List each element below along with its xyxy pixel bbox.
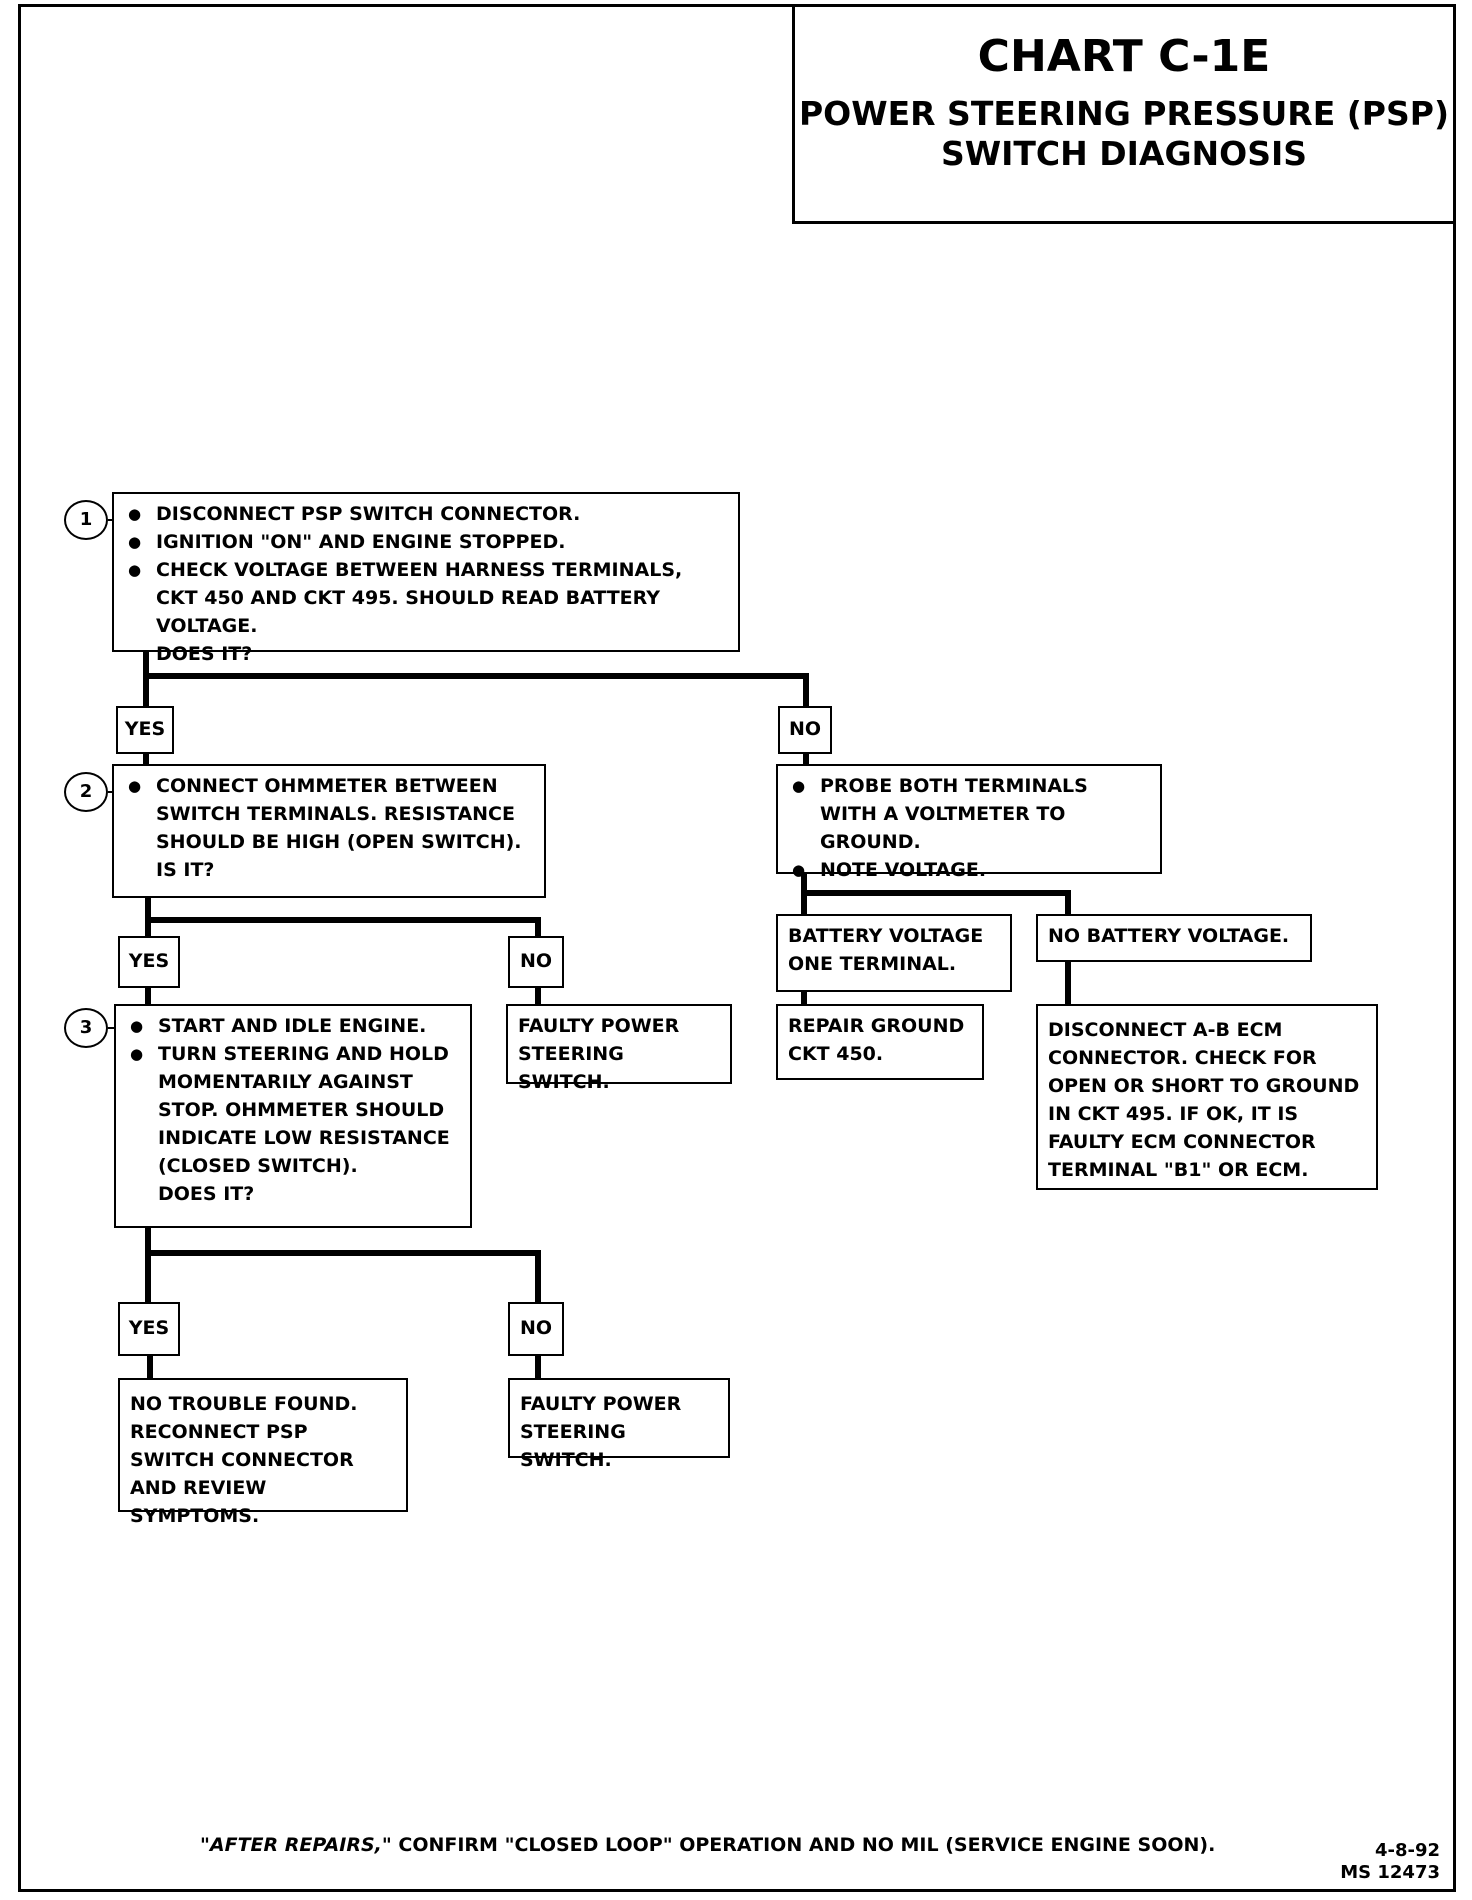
connector-line [143,652,149,710]
connector-line [801,890,1071,896]
step-1-bullet: IGNITION "ON" AND ENGINE STOPPED. [126,528,728,556]
connector-line [145,1226,151,1306]
no-battery-voltage-box: NO BATTERY VOLTAGE. [1036,914,1312,962]
step-2-question: IS IT? [156,859,215,881]
chart-title: CHART C-1E [977,31,1271,82]
step-3-bullet: TURN STEERING AND HOLD MOMENTARILY AGAIN… [128,1040,460,1180]
document-code: MS 12473 [1340,1862,1440,1883]
step-1-box: DISCONNECT PSP SWITCH CONNECTOR. IGNITIO… [112,492,740,665]
connector-line [145,987,151,1007]
connector-line [143,673,809,679]
title-block: CHART C-1E POWER STEERING PRESSURE (PSP)… [792,4,1456,224]
probe-bullet: NOTE VOLTAGE. [790,856,1150,884]
connector-line [535,917,541,939]
yes-label: YES [118,1302,180,1356]
step-3-bullet: START AND IDLE ENGINE. [128,1012,460,1040]
faulty-power-steering-switch-box: FAULTY POWER STEERING SWITCH. [506,1004,732,1093]
chart-subtitle-line1: POWER STEERING PRESSURE (PSP) [798,94,1450,133]
connector-line [535,1250,541,1306]
connector-line [803,750,809,766]
connector-line [1065,960,1071,1004]
yes-label: YES [118,936,180,988]
connector-line [145,917,541,923]
step-1-bullet: CHECK VOLTAGE BETWEEN HARNESS TERMINALS,… [126,556,728,640]
footer-note: "AFTER REPAIRS," CONFIRM "CLOSED LOOP" O… [200,1834,1215,1856]
connector-line [145,1250,541,1256]
step-number-3: 3 [64,1008,108,1048]
connector-line [535,1354,541,1380]
connector-line [801,990,807,1004]
no-label: NO [508,1302,564,1356]
footer-text: CONFIRM "CLOSED LOOP" OPERATION AND NO M… [391,1834,1216,1856]
step-2-bullet: CONNECT OHMMETER BETWEEN SWITCH TERMINAL… [126,772,534,856]
probe-terminals-box: PROBE BOTH TERMINALS WITH A VOLTMETER TO… [776,764,1162,884]
no-label: NO [508,936,564,988]
connector-line [535,987,541,1007]
footer-after-repairs: "AFTER REPAIRS," [200,1834,392,1856]
step-1-question: DOES IT? [156,643,253,665]
connector-line [143,750,149,766]
yes-label: YES [116,706,174,754]
step-number-1: 1 [64,500,108,540]
document-date: 4-8-92 [1374,1840,1440,1861]
connector-line [147,1354,153,1380]
probe-bullet: PROBE BOTH TERMINALS WITH A VOLTMETER TO… [790,772,1150,856]
battery-voltage-one-terminal-box: BATTERY VOLTAGE ONE TERMINAL. [776,914,1012,992]
document-id: 4-8-92 MS 12473 [1340,1840,1440,1884]
no-label: NO [778,706,832,754]
connector-line [803,673,809,710]
connector-line [1065,890,1071,916]
faulty-power-steering-switch-box: FAULTY POWER STEERING SWITCH. [508,1378,730,1471]
step-number-2: 2 [64,772,108,812]
step-2-box: CONNECT OHMMETER BETWEEN SWITCH TERMINAL… [112,764,546,898]
no-trouble-found-box: NO TROUBLE FOUND. RECONNECT PSP SWITCH C… [118,1378,408,1527]
repair-ground-box: REPAIR GROUND CKT 450. [776,1004,984,1080]
step-3-box: START AND IDLE ENGINE. TURN STEERING AND… [114,1004,472,1228]
chart-subtitle-line2: SWITCH DIAGNOSIS [940,134,1308,173]
disconnect-ecm-box: DISCONNECT A-B ECM CONNECTOR. CHECK FOR … [1036,1004,1378,1190]
step-3-question: DOES IT? [158,1183,255,1205]
step-1-bullet: DISCONNECT PSP SWITCH CONNECTOR. [126,500,728,528]
page-frame [18,4,1456,1892]
